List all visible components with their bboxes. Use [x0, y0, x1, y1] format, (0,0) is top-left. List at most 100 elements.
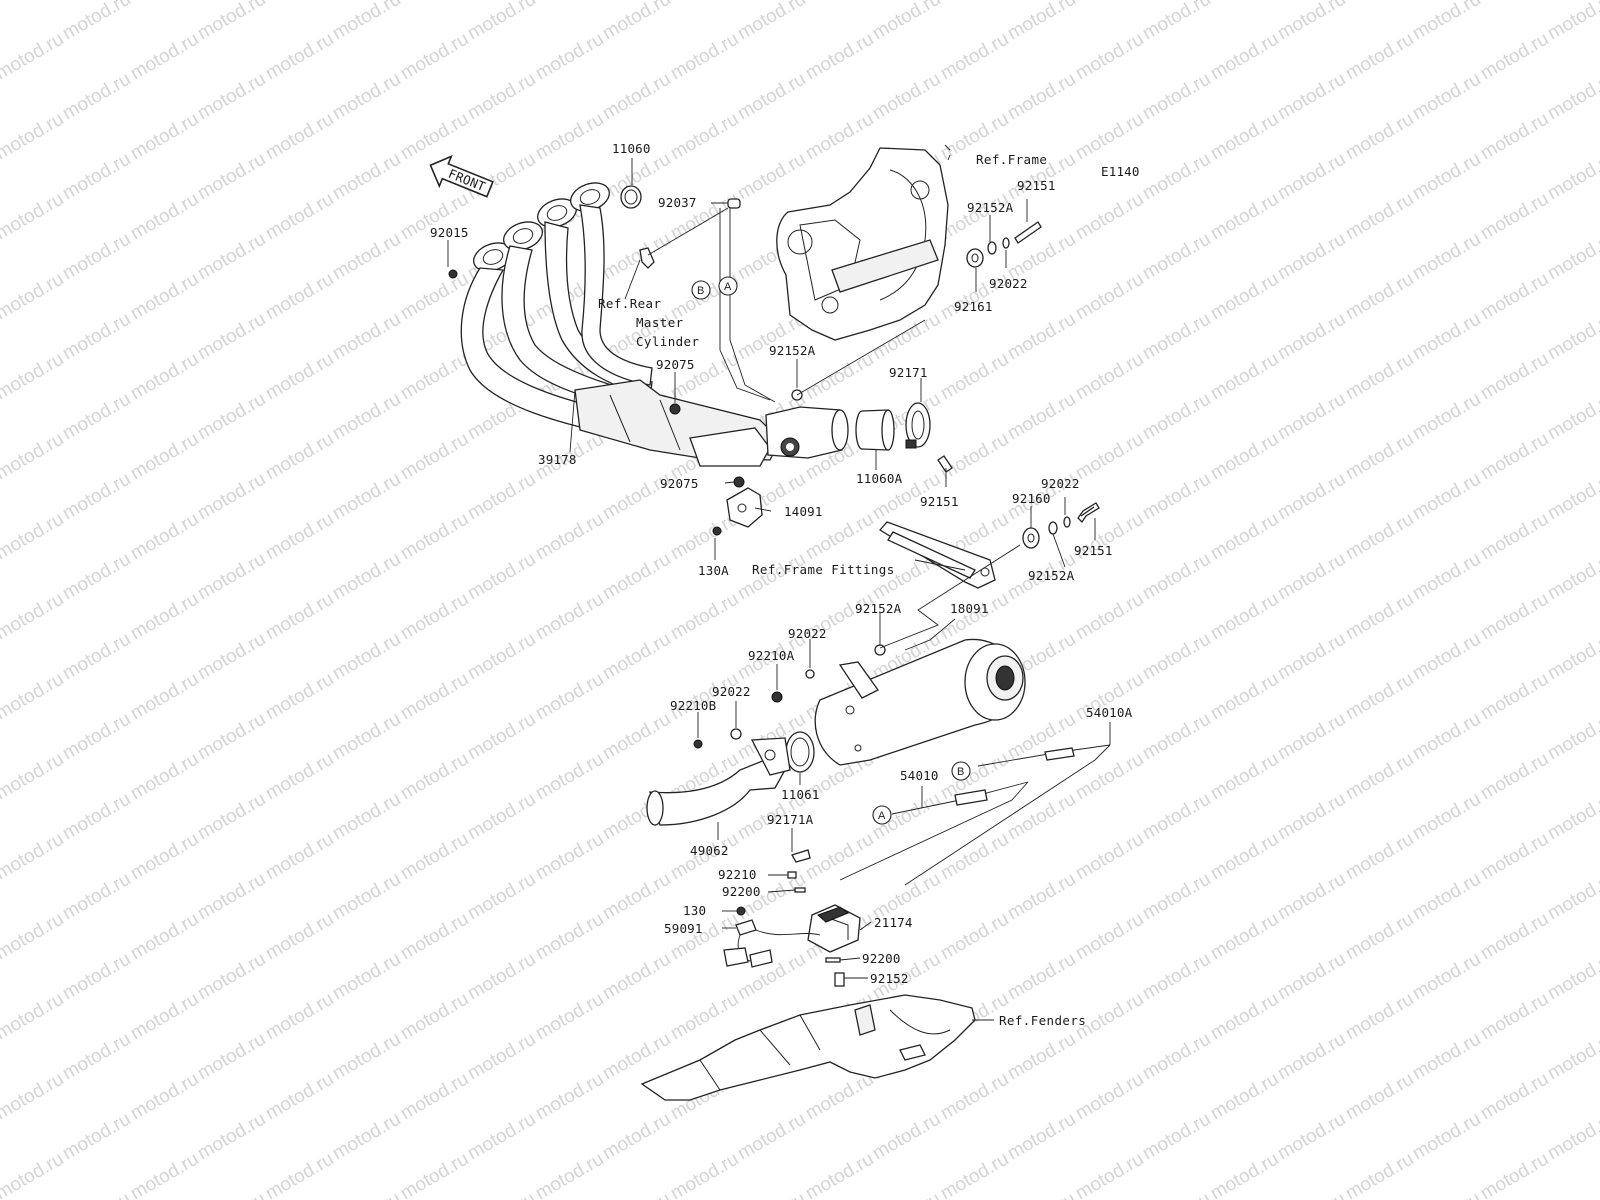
watermark-text: motod.ru — [1342, 429, 1417, 485]
watermark-text: motod.ru — [1544, 949, 1600, 1005]
watermark-text: motod.ru — [329, 949, 404, 1005]
watermark-text: motod.ru — [1004, 1189, 1079, 1200]
watermark-text: motod.ru — [599, 869, 674, 925]
washer-92200-bottom[interactable] — [825, 957, 841, 963]
clamp-92171[interactable] — [905, 402, 931, 449]
watermark-text: motod.ru — [464, 469, 539, 525]
watermark-text: motod.ru — [1342, 109, 1417, 165]
bolt-130[interactable] — [736, 906, 746, 916]
watermark-text: motod.ru — [1072, 109, 1147, 165]
watermark-text: motod.ru — [397, 269, 472, 325]
watermark-text: motod.ru — [329, 69, 404, 125]
washer-92022-right[interactable] — [1063, 516, 1071, 528]
watermark-text: motod.ru — [1004, 869, 1079, 925]
grommet-92161[interactable] — [966, 248, 984, 268]
label-54010: 54010 — [900, 768, 939, 783]
watermark-text: motod.ru — [599, 629, 674, 685]
watermark-text: motod.ru — [397, 749, 472, 805]
gasket-11061[interactable] — [785, 731, 815, 773]
washer-92200-top[interactable] — [794, 887, 806, 893]
watermark-text: motod.ru — [1207, 1069, 1282, 1125]
watermark-text: motod.ru — [464, 709, 539, 765]
watermark-text: motod.ru — [1004, 389, 1079, 445]
watermark-text: motod.ru — [1274, 1109, 1349, 1165]
connector-marker-a-top: A — [718, 276, 738, 296]
watermark-text: motod.ru — [329, 629, 404, 685]
nut-92075-bottom[interactable] — [733, 476, 745, 488]
watermark-text: motod.ru — [1342, 749, 1417, 805]
watermark-text: motod.ru — [1342, 349, 1417, 405]
watermark-text: motod.ru — [127, 669, 202, 725]
label-130A: 130A — [698, 563, 729, 578]
nut-130A[interactable] — [712, 526, 722, 536]
clamp-92171A[interactable] — [791, 849, 811, 863]
ref-frame-fittings-label: Ref.Frame Fittings — [752, 562, 895, 577]
washer-92022-top[interactable] — [1002, 237, 1010, 249]
ref-rear-master-cylinder-line1: Ref.Rear — [598, 296, 661, 311]
heat-shield-14091[interactable] — [726, 487, 763, 528]
watermark-text: motod.ru — [1342, 909, 1417, 965]
label-92037: 92037 — [658, 195, 697, 210]
bolt-92151-top[interactable] — [1014, 221, 1042, 244]
watermark-text: motod.ru — [1544, 1109, 1600, 1165]
watermark-text: motod.ru — [0, 429, 67, 485]
watermark-text: motod.ru — [0, 829, 67, 885]
washer-92152A-top[interactable] — [987, 241, 997, 255]
nut-92075-top[interactable] — [669, 403, 681, 415]
clamp-92037[interactable] — [727, 198, 741, 209]
washer-92152A-right[interactable] — [1048, 521, 1058, 535]
label-92152A-top: 92152A — [967, 200, 1014, 215]
collar-92210[interactable] — [787, 871, 797, 879]
label-92152A-right: 92152A — [1028, 568, 1075, 583]
watermark-text: motod.ru — [464, 0, 539, 44]
watermark-text: motod.ru — [1207, 349, 1282, 405]
collar-92152[interactable] — [834, 972, 845, 987]
watermark-text: motod.ru — [1342, 589, 1417, 645]
watermark-text: motod.ru — [397, 349, 472, 405]
watermark-text: motod.ru — [1477, 1149, 1552, 1200]
watermark-text: motod.ru — [59, 709, 134, 765]
watermark-text: motod.ru — [1139, 1189, 1214, 1200]
watermark-text: motod.ru — [1072, 189, 1147, 245]
watermark-text: motod.ru — [0, 349, 67, 405]
watermark-text: motod.ru — [194, 949, 269, 1005]
label-92200-bottom: 92200 — [862, 951, 901, 966]
watermark-text: motod.ru — [1004, 789, 1079, 845]
watermark-text: motod.ru — [329, 1189, 404, 1200]
nut-92210A[interactable] — [771, 691, 783, 703]
washer-92022-muffler[interactable] — [805, 669, 815, 679]
watermark-text: motod.ru — [1544, 869, 1600, 925]
throttle-cable-54010[interactable] — [839, 781, 1029, 881]
watermark-text: motod.ru — [329, 149, 404, 205]
collector-joint[interactable] — [765, 406, 849, 459]
watermark-text: motod.ru — [1274, 949, 1349, 1005]
watermark-text: motod.ru — [0, 1069, 67, 1125]
watermark-text: motod.ru — [869, 1109, 944, 1165]
washer-92022-left[interactable] — [730, 728, 742, 740]
nut-92210B[interactable] — [693, 739, 703, 749]
watermark-text: motod.ru — [1139, 469, 1214, 525]
watermark-text: motod.ru — [1207, 109, 1282, 165]
nut-92015[interactable] — [448, 269, 458, 279]
watermark-text: motod.ru — [127, 909, 202, 965]
gasket-11060[interactable] — [620, 185, 642, 209]
watermark-text: motod.ru — [532, 909, 607, 965]
watermark-text: motod.ru — [1544, 469, 1600, 525]
gasket-11060A[interactable] — [855, 409, 895, 451]
link-pipe-49062[interactable] — [646, 737, 791, 826]
bolt-92151-right[interactable] — [1077, 502, 1100, 524]
watermark-text: motod.ru — [1004, 0, 1079, 44]
watermark-text: motod.ru — [464, 1189, 539, 1200]
muffler-18091[interactable] — [814, 638, 1026, 766]
exhaust-header-pipes[interactable] — [460, 178, 781, 467]
watermark-text: motod.ru — [937, 29, 1012, 85]
exhaust-valve-actuator-21174[interactable] — [807, 904, 861, 953]
throttle-cable-54010A[interactable] — [904, 744, 1111, 886]
watermark-text: motod.ru — [1274, 1189, 1349, 1200]
bolt-92151-mid[interactable] — [937, 455, 953, 473]
watermark-text: motod.ru — [1072, 589, 1147, 645]
wire-harness-59091[interactable] — [723, 919, 821, 968]
grommet-92160[interactable] — [1022, 527, 1040, 549]
watermark-text: motod.ru — [194, 629, 269, 685]
